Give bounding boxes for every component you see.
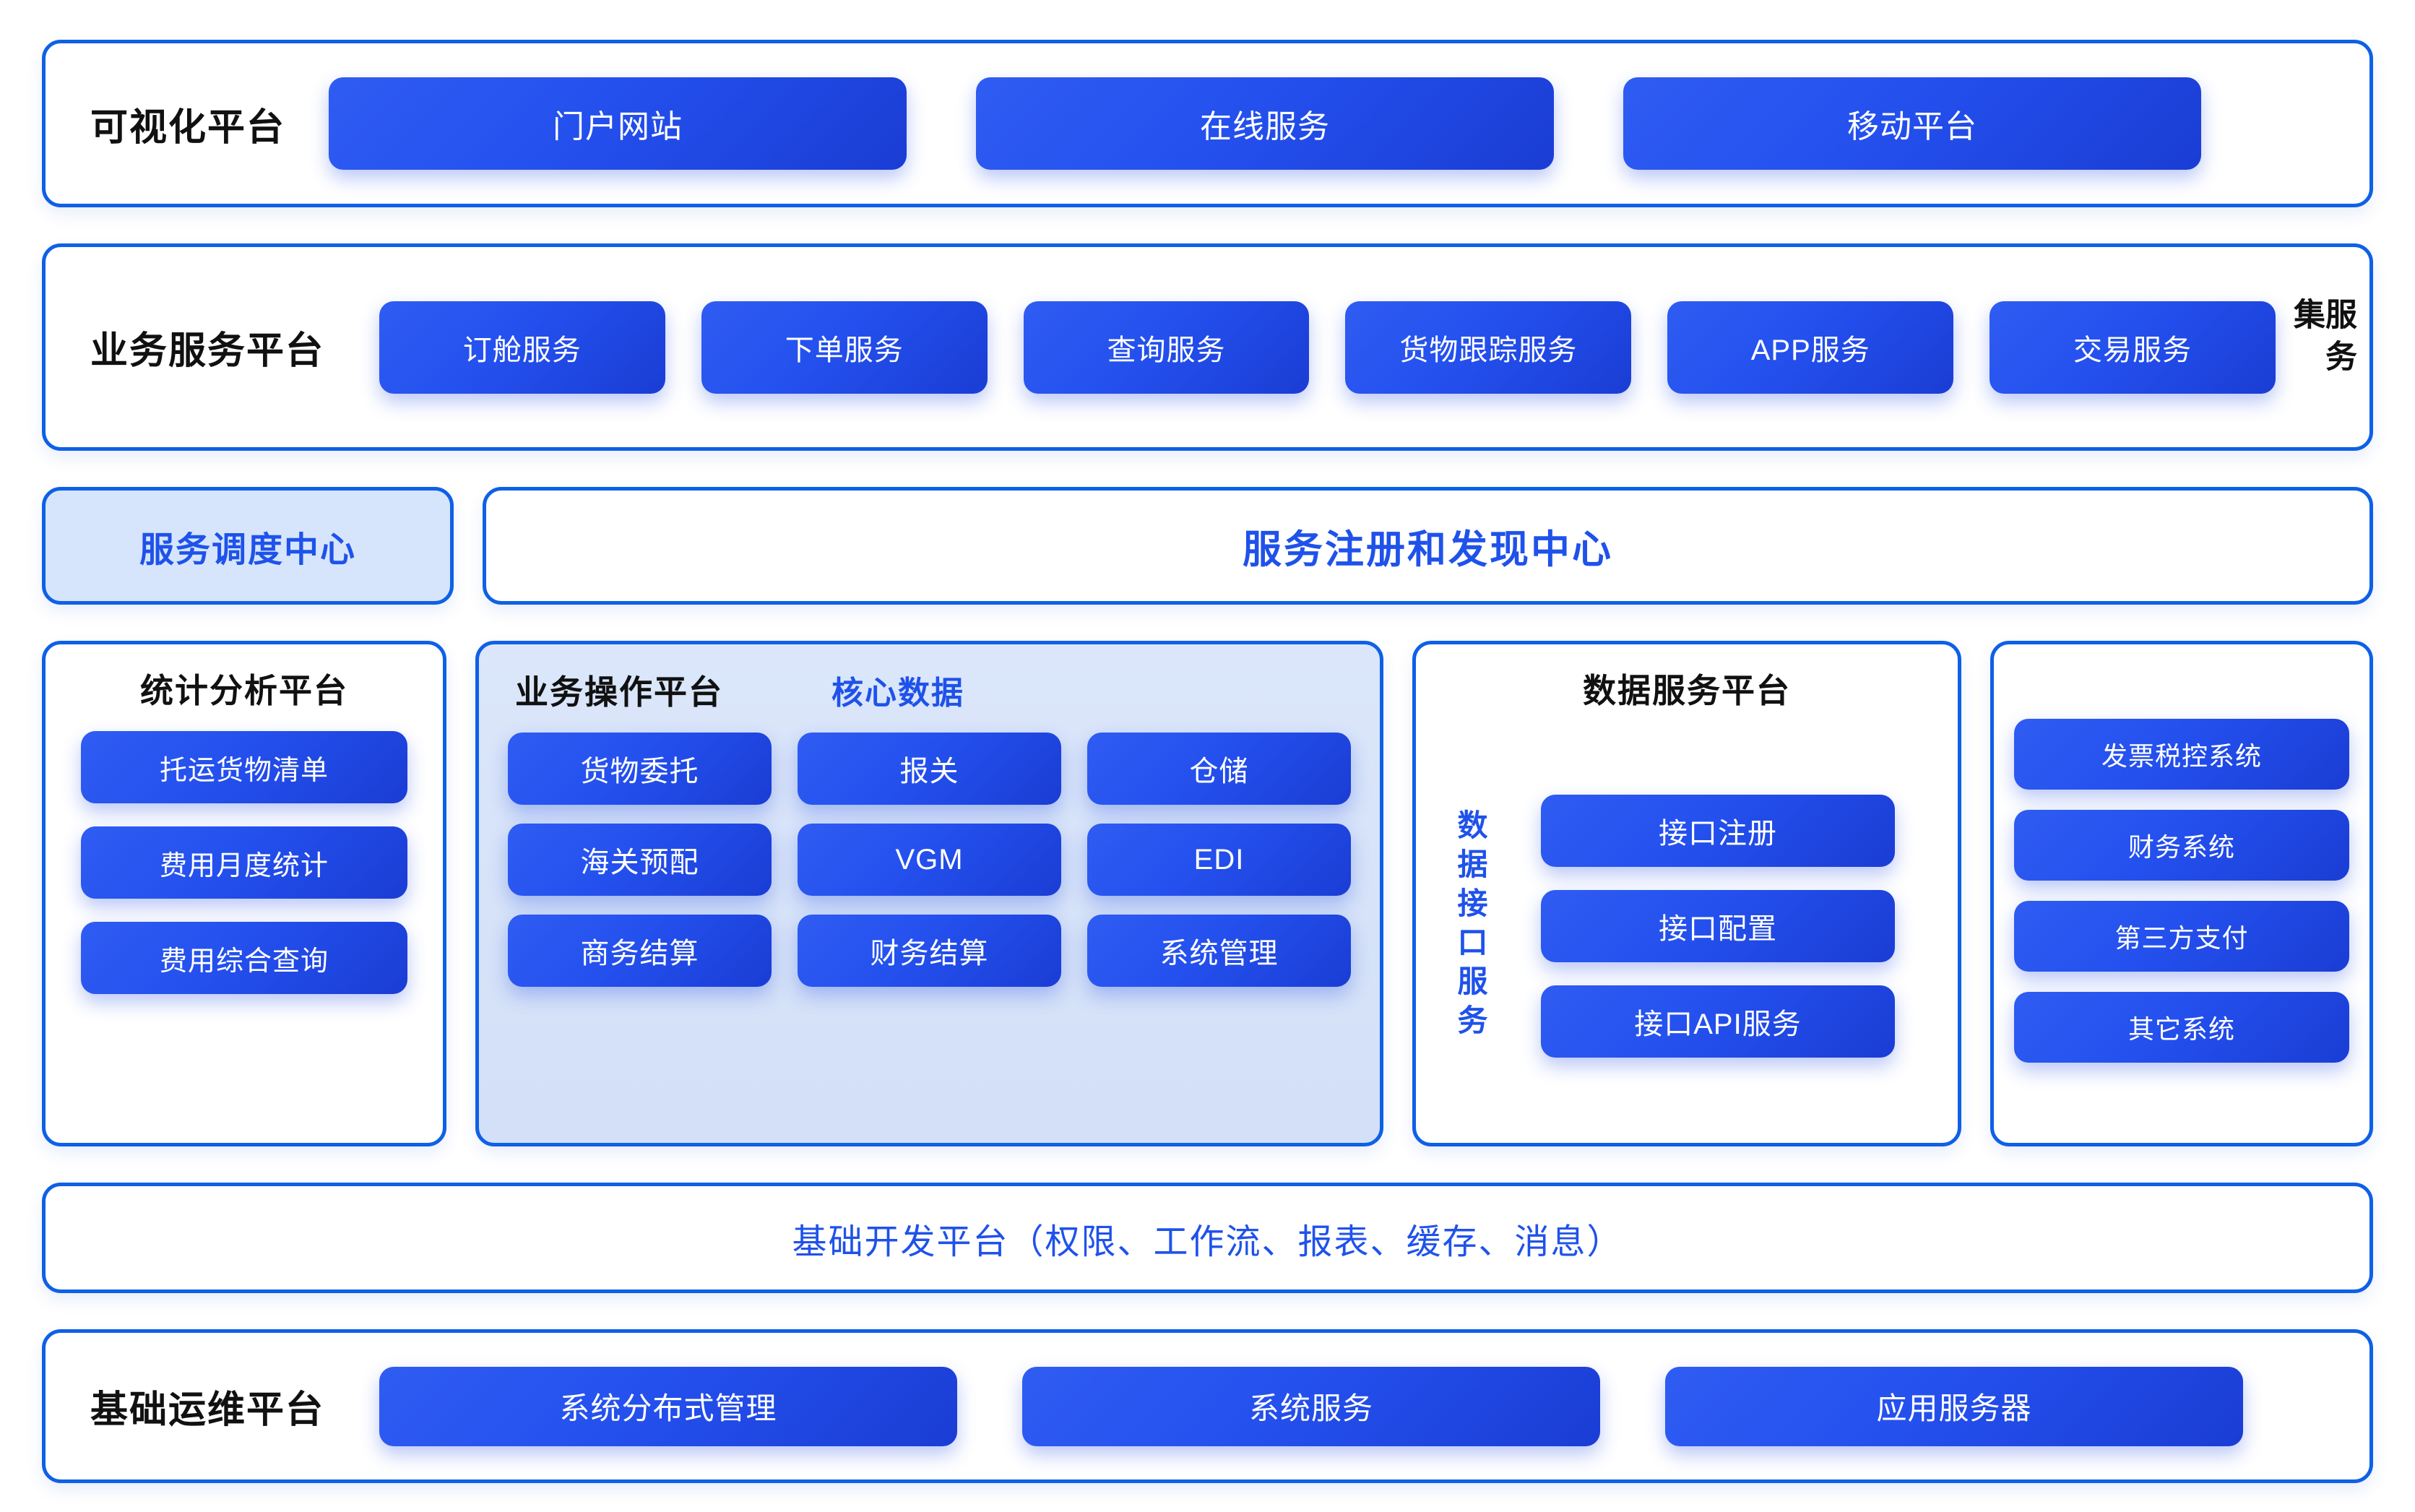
tile-interface-configuration[interactable]: 接口配置 [1541,890,1895,963]
tile-third-party-payment[interactable]: 第三方支付 [2014,901,2349,972]
business-service-platform-band: 业务服务平台 订舱服务 下单服务 查询服务 货物跟踪服务 APP服务 交易服务 … [42,243,2373,452]
spacer [42,451,2373,487]
tile-business-settlement[interactable]: 商务结算 [508,915,772,988]
spacer [42,1146,2373,1183]
tile-system-management[interactable]: 系统管理 [1087,915,1351,988]
tile-mobile-platform[interactable]: 移动平台 [1623,77,2201,170]
tile-interface-api-service[interactable]: 接口API服务 [1541,985,1895,1058]
core-data-label: 核心数据 [831,675,964,712]
operations-base-platform-tiles: 系统分布式管理 系统服务 应用服务器 [379,1366,2328,1446]
tile-edi[interactable]: EDI [1087,824,1351,897]
service-dispatch-center-box[interactable]: 服务调度中心 [42,487,454,605]
statistics-platform-tiles: 托运货物清单 费用月度统计 费用综合查询 [66,731,423,995]
tile-system-service[interactable]: 系统服务 [1022,1366,1600,1446]
operation-platform-card: 业务操作平台 核心数据 货物委托 报关 仓储 海关预配 VGM EDI 商务结算… [475,641,1383,1147]
development-base-platform-band: 基础开发平台（权限、工作流、报表、缓存、消息） [42,1183,2373,1294]
tile-customs-declaration[interactable]: 报关 [798,733,1061,805]
tile-order-service[interactable]: 下单服务 [701,301,988,394]
tile-monthly-fee-statistics[interactable]: 费用月度统计 [81,826,407,899]
visualization-platform-label: 可视化平台 [90,106,286,149]
operation-platform-tiles: 货物委托 报关 仓储 海关预配 VGM EDI 商务结算 财务结算 系统管理 [508,733,1351,988]
tile-finance-system[interactable]: 财务系统 [2014,810,2349,881]
registry-row: 服务调度中心 服务注册和发现中心 [42,487,2373,605]
tile-online-service[interactable]: 在线服务 [976,77,1554,170]
tile-vgm[interactable]: VGM [798,824,1061,897]
tile-transaction-service[interactable]: 交易服务 [1990,301,2276,394]
tile-cargo-tracking-service[interactable]: 货物跟踪服务 [1345,301,1632,394]
visualization-platform-band: 可视化平台 门户网站 在线服务 移动平台 [42,40,2373,208]
tile-app-service[interactable]: APP服务 [1667,301,1954,394]
tile-customs-preassignment[interactable]: 海关预配 [508,824,772,897]
data-interface-service-vertical-label: 数据接口服务 [1453,809,1487,1044]
operations-base-platform-label: 基础运维平台 [90,1389,325,1432]
tile-invoice-tax-control-system[interactable]: 发票税控系统 [2014,719,2349,790]
main-platforms-row: 统计分析平台 托运货物清单 费用月度统计 费用综合查询 业务操作平台 核心数据 … [42,641,2373,1147]
tile-interface-registration[interactable]: 接口注册 [1541,795,1895,868]
data-service-platform-title: 数据服务平台 [1583,672,1791,710]
tile-distributed-system-management[interactable]: 系统分布式管理 [379,1366,957,1446]
statistics-platform-title: 统计分析平台 [140,672,348,710]
business-service-platform-tiles: 订舱服务 下单服务 查询服务 货物跟踪服务 APP服务 交易服务 [379,301,2276,394]
tile-application-server[interactable]: 应用服务器 [1665,1366,2243,1446]
spacer [42,207,2373,243]
service-registry-discovery-center-box[interactable]: 服务注册和发现中心 [483,487,2373,605]
tile-warehousing[interactable]: 仓储 [1087,733,1351,805]
tile-booking-service[interactable]: 订舱服务 [379,301,665,394]
tile-financial-settlement[interactable]: 财务结算 [798,915,1061,988]
operation-platform-title: 业务操作平台 [515,673,723,712]
service-group-vertical-label: 服务集 [2289,297,2356,381]
external-systems-card: 发票税控系统 财务系统 第三方支付 其它系统 [1990,641,2373,1147]
visualization-platform-tiles: 门户网站 在线服务 移动平台 [329,77,2328,170]
operations-base-platform-band: 基础运维平台 系统分布式管理 系统服务 应用服务器 [42,1329,2373,1484]
tile-comprehensive-fee-query[interactable]: 费用综合查询 [81,922,407,995]
external-systems-tiles: 发票税控系统 财务系统 第三方支付 其它系统 [2014,719,2349,1063]
tile-other-systems[interactable]: 其它系统 [2014,992,2349,1063]
statistics-platform-card: 统计分析平台 托运货物清单 费用月度统计 费用综合查询 [42,641,446,1147]
tile-query-service[interactable]: 查询服务 [1023,301,1310,394]
tile-cargo-entrustment[interactable]: 货物委托 [508,733,772,805]
tile-portal-website[interactable]: 门户网站 [329,77,907,170]
operation-platform-header: 业务操作平台 核心数据 [508,666,1351,714]
data-service-platform-tiles: 接口注册 接口配置 接口API服务 [1498,795,1937,1058]
data-service-platform-card: 数据服务平台 数据接口服务 接口注册 接口配置 接口API服务 [1412,641,1961,1147]
spacer [42,1293,2373,1329]
business-service-platform-label: 业务服务平台 [90,330,325,373]
data-service-platform-body: 数据接口服务 接口注册 接口配置 接口API服务 [1436,731,1937,1121]
spacer [42,605,2373,641]
tile-shipment-cargo-list[interactable]: 托运货物清单 [81,731,407,804]
